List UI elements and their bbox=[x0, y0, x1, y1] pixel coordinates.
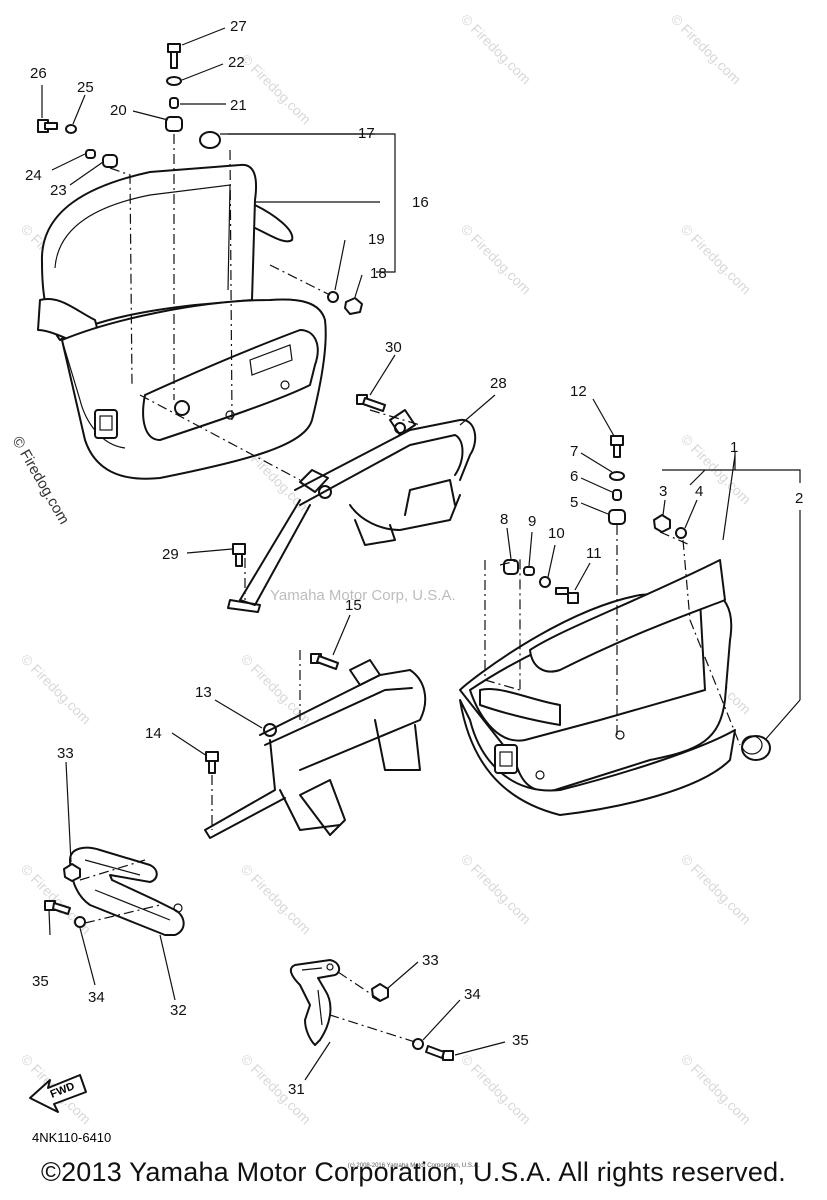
watermark-text: © Firedog.com bbox=[678, 851, 754, 927]
callout-1: 1 bbox=[730, 439, 738, 456]
callout-35: 35 bbox=[32, 973, 49, 990]
callout-22: 22 bbox=[228, 54, 245, 71]
watermark-text: © Firedog.com bbox=[678, 431, 754, 507]
center-watermark: Yamaha Motor Corp, U.S.A. bbox=[270, 587, 456, 604]
callout-25: 25 bbox=[77, 79, 94, 96]
callout-18: 18 bbox=[370, 265, 387, 282]
callout-13: 13 bbox=[195, 684, 212, 701]
callout-30: 30 bbox=[385, 339, 402, 356]
callout-33: 33 bbox=[422, 952, 439, 969]
callout-14: 14 bbox=[145, 725, 162, 742]
callout-5: 5 bbox=[570, 494, 578, 511]
leader-lines bbox=[41, 27, 801, 1081]
callout-17: 17 bbox=[358, 125, 375, 142]
watermark-group: © Firedog.com © Firedog.com © Firedog.co… bbox=[9, 11, 755, 1127]
watermark-text: © Firedog.com bbox=[458, 221, 534, 297]
watermark-text: © Firedog.com bbox=[458, 1051, 534, 1127]
callout-33: 33 bbox=[57, 745, 74, 762]
copyright-footer: ©2013 Yamaha Motor Corporation, U.S.A. A… bbox=[40, 1157, 787, 1187]
callout-29: 29 bbox=[162, 546, 179, 563]
watermark-text: © Firedog.com bbox=[678, 1051, 754, 1127]
callout-4: 4 bbox=[695, 483, 703, 500]
callout-16: 16 bbox=[412, 194, 429, 211]
callout-32: 32 bbox=[170, 1002, 187, 1019]
right-saddlebag bbox=[459, 559, 736, 816]
hardware-parts bbox=[37, 43, 687, 1061]
cap-2 bbox=[741, 735, 771, 761]
callout-10: 10 bbox=[548, 525, 565, 542]
watermark-text: © Firedog.com bbox=[458, 11, 534, 87]
watermark-text: © Firedog.com bbox=[678, 221, 754, 297]
callout-27: 27 bbox=[230, 18, 247, 35]
watermark-text: © Firedog.com bbox=[238, 651, 314, 727]
callout-6: 6 bbox=[570, 468, 578, 485]
bracket-13 bbox=[204, 659, 427, 839]
diagram-code: 4NK110-6410 bbox=[32, 1130, 111, 1145]
callout-34: 34 bbox=[88, 989, 105, 1006]
watermark-text: © Firedog.com bbox=[458, 851, 534, 927]
callout-20: 20 bbox=[110, 102, 127, 119]
watermark-text: © Firedog.com bbox=[238, 861, 314, 937]
callout-11: 11 bbox=[586, 545, 602, 562]
callout-23: 23 bbox=[50, 182, 67, 199]
callout-7: 7 bbox=[570, 443, 578, 460]
left-saddlebag bbox=[37, 163, 327, 480]
guard-31 bbox=[289, 959, 341, 1046]
watermark-text: © Firedog.com bbox=[238, 51, 314, 127]
side-watermark: © Firedog.com bbox=[9, 434, 73, 528]
callout-2: 2 bbox=[795, 490, 803, 507]
callout-labels: 27 22 21 20 26 25 24 23 17 16 19 18 30 2… bbox=[25, 18, 803, 1098]
guard-32 bbox=[69, 846, 185, 936]
callout-19: 19 bbox=[368, 231, 385, 248]
callout-12: 12 bbox=[570, 383, 587, 400]
bracket-28 bbox=[227, 409, 477, 613]
callout-9: 9 bbox=[528, 513, 536, 530]
callout-31: 31 bbox=[288, 1081, 305, 1098]
callout-15: 15 bbox=[345, 597, 362, 614]
small-credit: (c) 2008-2016 Yamaha Motor Corporation, … bbox=[347, 1163, 480, 1169]
callout-3: 3 bbox=[659, 483, 667, 500]
fwd-arrow: FWD bbox=[29, 1074, 87, 1113]
callout-26: 26 bbox=[30, 65, 47, 82]
callout-35: 35 bbox=[512, 1032, 529, 1049]
watermark-text: © Firedog.com bbox=[18, 651, 94, 727]
assembly-lines bbox=[79, 134, 741, 1043]
callout-24: 24 bbox=[25, 167, 42, 184]
watermark-text: © Firedog.com bbox=[668, 11, 744, 87]
callout-28: 28 bbox=[490, 375, 507, 392]
callout-21: 21 bbox=[230, 97, 247, 114]
callout-8: 8 bbox=[500, 511, 508, 528]
callout-34: 34 bbox=[464, 986, 481, 1003]
